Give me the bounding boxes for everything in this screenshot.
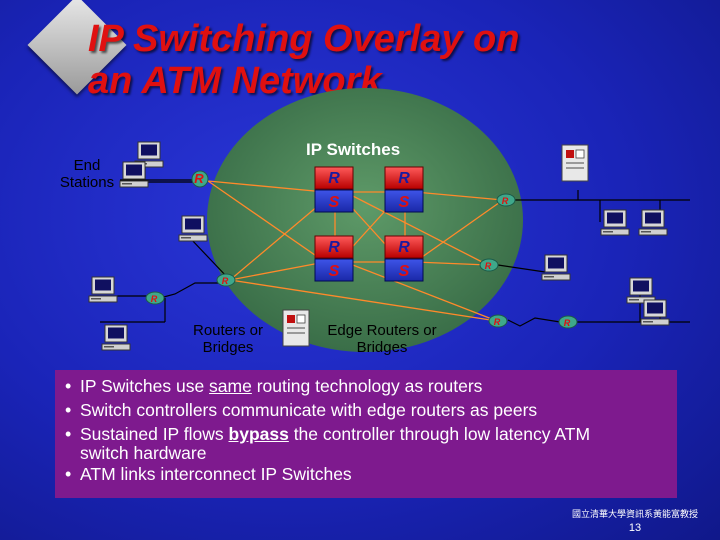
computer-icon [178,215,208,242]
page-number: 13 [628,522,642,534]
router-icon [496,193,516,207]
footer-credit: 國立清華大學資訊系黃能富教授 [571,509,698,519]
ip-switch-top-right: R S [384,166,424,213]
svg-text:S: S [399,263,410,280]
bullet-icon: • [65,464,72,484]
computer-icon [88,276,118,303]
router-icon [216,273,236,287]
ip-switch-bottom-right: R S [384,235,424,282]
bullet-item: • IP Switches use same routing technolog… [65,376,483,396]
server-icon [561,144,589,182]
atm-cloud [207,88,523,352]
router-icon [145,291,165,305]
svg-text:R: R [328,239,340,256]
computer-icon [626,277,656,304]
end-stations-label: End Stations [59,157,115,191]
svg-text:R: R [398,239,410,256]
ip-switches-label: IP Switches [306,140,401,159]
bullet-box: • IP Switches use same routing technolog… [55,370,677,498]
bullet-icon: • [65,400,72,420]
ip-switch-bottom-left: R S [314,235,354,282]
bullet-item: • ATM links interconnect IP Switches [65,464,352,484]
network-diagram: R [88,88,690,352]
ip-switch-top-left: R S [314,166,354,213]
slide-title: IP Switching Overlay on an ATM Network [88,18,519,102]
computer-icon [541,254,571,281]
svg-text:R: R [194,171,204,186]
footer: 國立清華大學資訊系黃能富教授 13 [572,507,698,535]
bullet-item: • Sustained IP flows bypass the controll… [65,424,591,463]
router-icon [479,258,499,272]
title-line-1: IP Switching Overlay on [88,18,520,60]
computer-icon [640,299,670,326]
bullet-icon: • [65,424,72,444]
svg-text:S: S [329,263,340,280]
router-icon [488,314,508,328]
router-icon [558,315,578,329]
bullet-icon: • [65,376,72,396]
svg-text:S: S [399,194,410,211]
svg-text:R: R [328,170,340,187]
computer-icon [638,209,668,236]
router-icon: R [191,170,209,188]
svg-text:S: S [329,194,340,211]
server-icon [282,309,310,347]
computer-icon [600,209,630,236]
routers-or-bridges-label: Routers or Bridges [192,322,264,356]
computer-icon [119,161,149,188]
svg-text:R: R [398,170,410,187]
edge-routers-label: Edge Routers or Bridges [327,322,437,356]
computer-icon [101,324,131,351]
bullet-item: • Switch controllers communicate with ed… [65,400,538,420]
